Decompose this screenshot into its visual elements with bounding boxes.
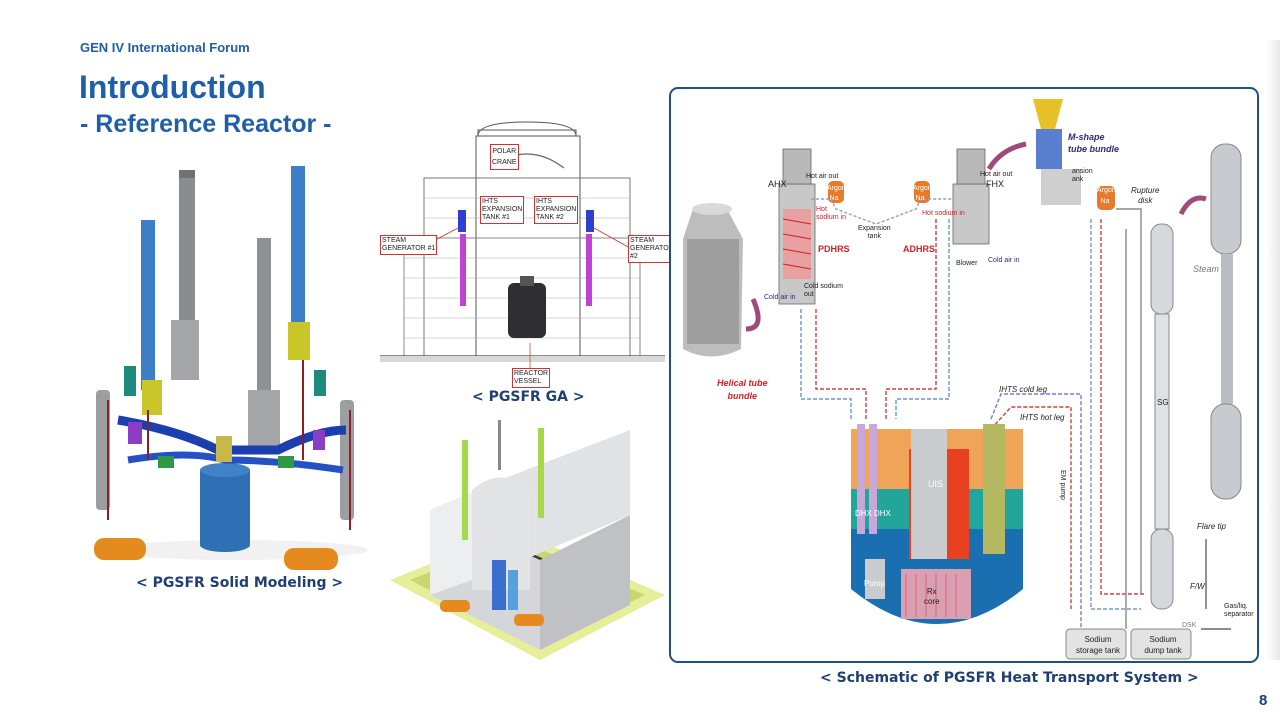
label-cold-air-in-1: Cold air in	[764, 294, 796, 301]
label-sg: SG	[1157, 398, 1169, 407]
label-blower: Blower	[956, 260, 978, 267]
label-gas-liq-separator: Gas/liq.separator	[1224, 603, 1254, 618]
label-hot-air-out-2: Hot air out	[980, 171, 1013, 178]
label-na-2: Na	[915, 195, 925, 202]
forum-name: GEN IV International Forum	[80, 40, 250, 55]
page-title: Introduction	[79, 69, 266, 105]
label-hot-sodium-in-2: Hot sodium in	[922, 210, 965, 217]
label-ihts-hot-leg: IHTS hot leg	[1020, 413, 1065, 422]
label-argon-1: Argon	[827, 185, 846, 192]
page-subtitle: - Reference Reactor -	[80, 110, 332, 138]
label-steam: Steam	[1193, 264, 1220, 274]
label-pump: Pump	[864, 579, 885, 588]
label-argon-2: Argon	[913, 185, 932, 192]
label-pdhrs: PDHRS	[818, 244, 850, 254]
label-dhx-1: DHX	[855, 509, 872, 518]
label-argon-3: Argon	[1097, 187, 1116, 194]
solid-model-figure	[94, 166, 368, 570]
label-fw: F/W	[1190, 582, 1205, 591]
page-number: 8	[1259, 692, 1268, 709]
label-dsk: DSK	[1182, 622, 1197, 629]
label-na-3: Na	[1100, 198, 1110, 205]
label-hot-air-out-1: Hot air out	[806, 173, 839, 180]
label-fhx: FHX	[986, 179, 1004, 189]
label-na-1: Na	[829, 195, 839, 202]
label-ahx: AHX	[768, 179, 787, 189]
schematic-figure	[683, 99, 1242, 660]
building-cutaway-figure	[390, 420, 665, 660]
label-adhrs: ADHRS	[903, 244, 936, 254]
label-uis: UIS	[928, 479, 944, 489]
caption-ga: < PGSFR GA >	[472, 389, 585, 405]
caption-solid-modeling: < PGSFR Solid Modeling >	[136, 575, 344, 591]
label-dhx-2: DHX	[874, 509, 891, 518]
caption-schematic: < Schematic of PGSFR Heat Transport Syst…	[820, 670, 1199, 686]
right-edge-shadow	[1266, 40, 1280, 660]
label-flare-tip: Flare tip	[1197, 522, 1226, 531]
label-ihts-cold-leg: IHTS cold leg	[999, 385, 1048, 394]
label-em-pump: EM pump	[1059, 470, 1066, 500]
label-cold-air-in-2: Cold air in	[988, 257, 1020, 264]
